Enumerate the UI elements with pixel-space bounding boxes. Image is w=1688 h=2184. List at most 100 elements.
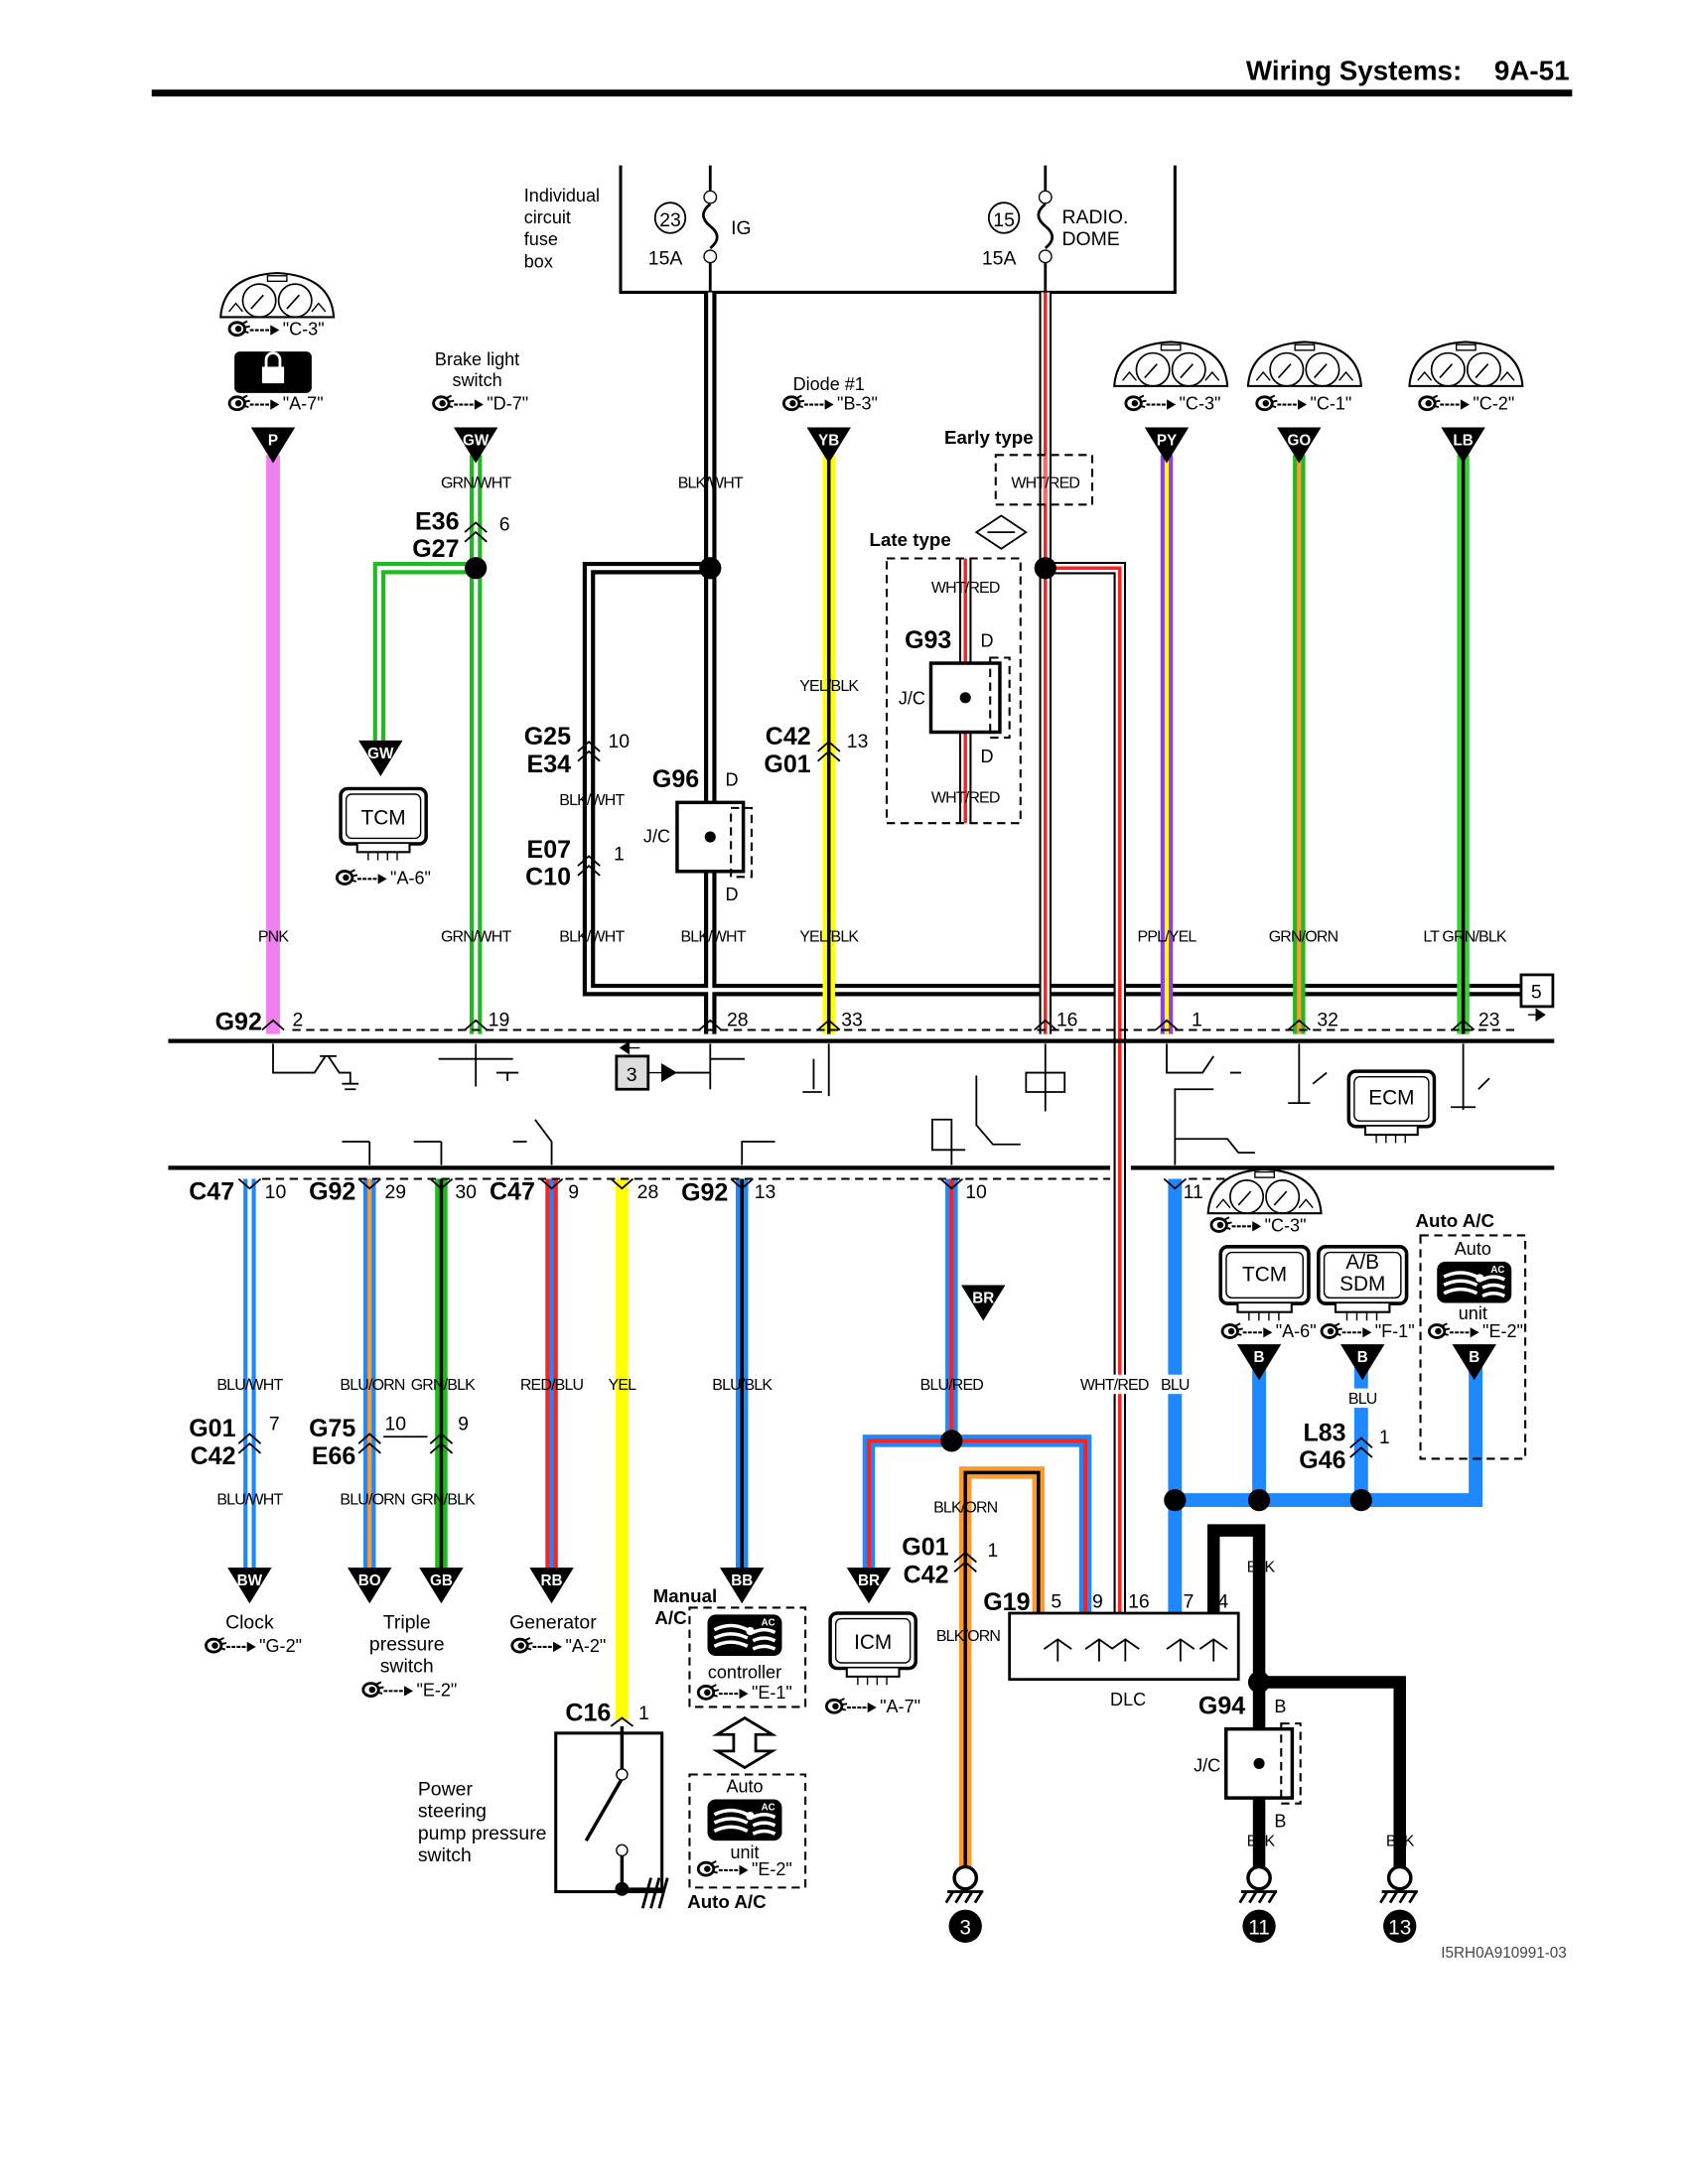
reference-link[interactable]: "E-1" bbox=[696, 1683, 792, 1703]
fuse-box: Individual circuit fuse box 23 15A IG 15… bbox=[524, 165, 1177, 294]
connector-code: L83 bbox=[1303, 1419, 1345, 1446]
splice-junction bbox=[1247, 1489, 1271, 1512]
tcm-label: TCM bbox=[361, 807, 406, 830]
wire-label: BLK/ORN bbox=[933, 1500, 998, 1517]
fuse-name: RADIO. bbox=[1061, 206, 1128, 228]
box-5-label: 5 bbox=[1531, 982, 1542, 1004]
ground-number: 3 bbox=[959, 1917, 971, 1940]
connector-code: C10 bbox=[525, 864, 571, 891]
pin-number: 10 bbox=[965, 1181, 987, 1203]
connector-tag-label: B bbox=[1357, 1349, 1368, 1366]
reference-code: "C-3" bbox=[1265, 1215, 1307, 1235]
wire-label: BLU/BLK bbox=[712, 1377, 773, 1394]
connector-tag-label: BR bbox=[858, 1572, 880, 1589]
wire-label: RED/BLU bbox=[520, 1377, 584, 1394]
reference-link[interactable]: "A-7" bbox=[824, 1697, 920, 1716]
pin-number: 32 bbox=[1317, 1009, 1338, 1030]
pin-label: D bbox=[726, 885, 739, 904]
wire-label: BLK bbox=[1386, 1834, 1415, 1850]
pin-number: 2 bbox=[292, 1009, 303, 1030]
go-to-5-box[interactable]: 5 bbox=[1519, 973, 1555, 1023]
connector-tag-label: GB bbox=[430, 1572, 453, 1589]
wire-label: BLU/WHT bbox=[216, 1377, 283, 1394]
fuse-number: 15 bbox=[993, 209, 1015, 231]
wire-label: BLU/ORN bbox=[340, 1491, 404, 1508]
connector-tag: BO bbox=[348, 1568, 392, 1604]
fuse-box-label: circuit bbox=[524, 207, 571, 227]
reference-link[interactable]: "G-2" bbox=[204, 1636, 302, 1656]
reference-code: "C-3" bbox=[1180, 393, 1221, 413]
pin-number: 16 bbox=[1056, 1009, 1078, 1030]
connector-tag: B bbox=[1340, 1344, 1385, 1381]
reference-link[interactable]: "C-3" bbox=[1124, 393, 1221, 413]
reference-link[interactable]: "C-1" bbox=[1255, 393, 1352, 413]
ground-point: 13 bbox=[1379, 1864, 1418, 1943]
connector-code: E66 bbox=[312, 1442, 355, 1470]
ground-number: 13 bbox=[1388, 1917, 1411, 1940]
fuse-box-label: box bbox=[524, 251, 553, 271]
reference-link[interactable]: "A-2" bbox=[510, 1636, 607, 1656]
instrument-cluster-icon bbox=[1206, 1167, 1323, 1215]
wire-label: YEL bbox=[609, 1377, 637, 1394]
fuse-icon bbox=[701, 165, 719, 293]
reference-link[interactable]: "F-1" bbox=[1320, 1321, 1415, 1341]
connector-code: G93 bbox=[905, 626, 951, 654]
reference-link[interactable]: "C-2" bbox=[1418, 393, 1515, 413]
reference-code: "A-6" bbox=[390, 868, 431, 887]
junction-connector-g96: G96 D J/C D bbox=[643, 765, 753, 904]
splice-junction bbox=[465, 557, 488, 580]
auto-ac-label: Auto A/C bbox=[687, 1891, 767, 1912]
auto-label: Auto bbox=[1455, 1239, 1491, 1259]
auto-ac-label: Auto A/C bbox=[1416, 1210, 1495, 1231]
icm-module: ICM bbox=[828, 1611, 917, 1687]
wire-label: BLK/WHT bbox=[680, 929, 746, 946]
eye-arrow-icon bbox=[204, 1636, 257, 1654]
connector-code: G96 bbox=[652, 765, 699, 793]
fuse-rating: 15A bbox=[982, 248, 1017, 270]
connector-code: C47 bbox=[490, 1177, 535, 1205]
pin-number: 28 bbox=[727, 1009, 749, 1030]
fuse-23: 23 15A IG bbox=[648, 165, 752, 293]
reference-link[interactable]: "B-3" bbox=[781, 393, 878, 413]
clock-label: Clock bbox=[225, 1611, 274, 1633]
wire-blu-red bbox=[862, 1178, 1092, 1634]
fuse-box-label: Individual bbox=[524, 186, 600, 205]
eye-arrow-icon bbox=[824, 1697, 878, 1714]
connector-code: G94 bbox=[1198, 1692, 1245, 1719]
reference-link[interactable]: "C-3" bbox=[1209, 1215, 1307, 1235]
connector-code: E34 bbox=[527, 751, 572, 778]
connector-tag: GB bbox=[419, 1568, 464, 1604]
connector-tag: BW bbox=[227, 1568, 272, 1604]
reference-link[interactable]: "E-2" bbox=[696, 1859, 792, 1879]
reference-code: "A-7" bbox=[880, 1697, 920, 1716]
connector-code: E07 bbox=[527, 836, 571, 864]
reference-link[interactable]: "A-6" bbox=[335, 868, 431, 887]
wire-blu bbox=[1168, 1178, 1483, 1634]
tcm-label: TCM bbox=[1242, 1263, 1287, 1286]
reference-link[interactable]: "A-6" bbox=[1220, 1321, 1317, 1341]
eye-arrow-icon bbox=[696, 1683, 750, 1701]
pin-number: 9 bbox=[568, 1181, 579, 1203]
pin-number: 9 bbox=[458, 1413, 469, 1434]
reference-link[interactable]: "E-2" bbox=[1427, 1321, 1523, 1341]
reference-link[interactable]: "A-7" bbox=[227, 393, 324, 413]
splice-junction bbox=[1034, 557, 1056, 580]
reference-code: "C-3" bbox=[283, 320, 325, 340]
ecm-module: ECM bbox=[1346, 1069, 1437, 1146]
pin-number: 1 bbox=[638, 1703, 649, 1724]
connector-code: C42 bbox=[904, 1561, 949, 1588]
ab-sdm-module: A/B SDM bbox=[1317, 1245, 1409, 1323]
connector-code: C16 bbox=[565, 1699, 611, 1726]
arrow-right-icon bbox=[1527, 1008, 1546, 1023]
reference-code: "E-2" bbox=[752, 1859, 792, 1879]
eye-arrow-icon bbox=[361, 1681, 414, 1698]
reference-link[interactable]: "C-3" bbox=[227, 320, 325, 340]
connector-tag-label: B bbox=[1254, 1349, 1265, 1366]
eye-arrow-icon bbox=[335, 869, 388, 886]
connector-tag-label: YB bbox=[818, 433, 839, 450]
go-to-3-box[interactable]: 3 bbox=[615, 1040, 701, 1091]
reference-link[interactable]: "D-7" bbox=[432, 393, 529, 413]
fuse-number: 23 bbox=[659, 209, 681, 231]
reference-link[interactable]: "E-2" bbox=[361, 1680, 458, 1700]
triple-switch-label: switch bbox=[380, 1656, 434, 1678]
